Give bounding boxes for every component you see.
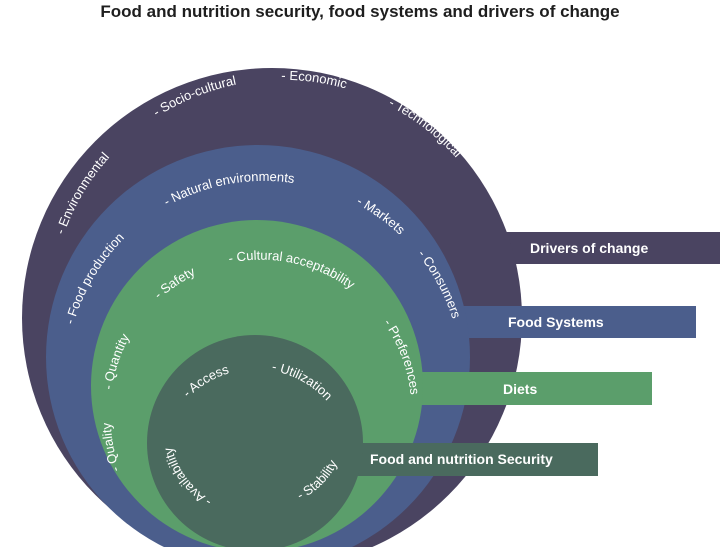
diets-band	[400, 372, 652, 405]
drivers-label: Drivers of change	[530, 240, 648, 256]
drivers-band	[480, 232, 720, 264]
security-band	[330, 443, 598, 476]
security-circle	[147, 335, 363, 547]
food-systems-band	[440, 306, 696, 338]
diagram-title: Food and nutrition security, food system…	[100, 2, 620, 21]
food-systems-label: Food Systems	[508, 314, 604, 330]
diets-label: Diets	[503, 381, 537, 397]
security-label: Food and nutrition Security	[370, 451, 553, 467]
